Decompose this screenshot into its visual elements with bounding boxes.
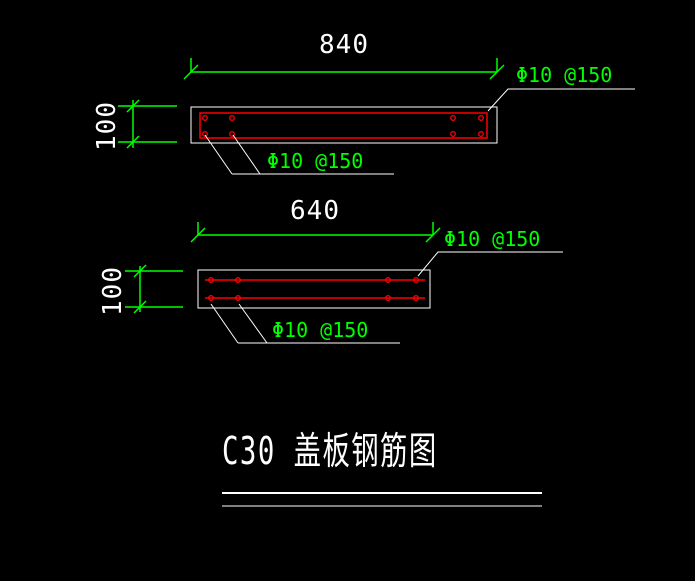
bottom-slab-rebar-lines: [205, 279, 425, 299]
leader-line: [417, 251, 563, 277]
rebar-dot: [229, 131, 235, 137]
tick-slash: [190, 227, 206, 243]
rebar-dot: [202, 131, 208, 137]
rebar-dot: [208, 277, 214, 283]
bottom-slab-upper-leader: [417, 251, 563, 277]
tick-slash: [425, 227, 441, 243]
top-slab-lower-leader: [204, 134, 394, 175]
top-slab-width-dimension: [183, 58, 505, 80]
rebar-dot: [478, 131, 484, 137]
rebar-dot: [413, 277, 419, 283]
tick-slash: [183, 64, 199, 80]
leader-line: [487, 88, 635, 112]
rebar-dot: [208, 295, 214, 301]
bottom-slab-rebar-dots: [208, 277, 419, 301]
top-slab-upper-leader: [487, 88, 635, 112]
tick-slash: [126, 135, 140, 149]
tick-slash: [126, 99, 140, 113]
leader-line: [204, 134, 233, 175]
bottom-slab-width-dim-text: 640: [290, 196, 340, 226]
tick-slash: [489, 64, 505, 80]
top-slab-outline: [190, 106, 498, 144]
leader-line: [232, 134, 261, 175]
bottom-slab-width-dimension: [190, 222, 441, 243]
top-slab-bottom-rebar-callout: Φ10 @150: [267, 149, 364, 173]
top-slab-height-dim-text: 100: [92, 101, 122, 151]
tick-slash: [133, 300, 147, 314]
bottom-slab-height-dimension: [125, 264, 183, 314]
leader-line: [238, 303, 268, 344]
rebar-dot: [229, 115, 235, 121]
top-slab-rebar-cage: [199, 112, 488, 139]
top-slab-height-dimension: [118, 99, 177, 149]
bottom-slab-outline: [197, 269, 431, 309]
top-slab-width-dim-text: 840: [319, 30, 369, 60]
bottom-slab-top-rebar-callout: Φ10 @150: [444, 227, 541, 251]
bottom-slab-bottom-rebar-callout: Φ10 @150: [272, 318, 369, 342]
drawing-title: C30 盖板钢筋图: [222, 429, 438, 473]
rebar-dot: [478, 115, 484, 121]
tick-slash: [133, 264, 147, 278]
rebar-dot: [413, 295, 419, 301]
rebar-dot: [202, 115, 208, 121]
rebar-dot: [385, 277, 391, 283]
rebar-dot: [450, 131, 456, 137]
leader-line: [210, 303, 239, 344]
bottom-slab-height-dim-text: 100: [98, 266, 128, 316]
rebar-dot: [450, 115, 456, 121]
rebar-dot: [385, 295, 391, 301]
bottom-slab-lower-leader: [210, 303, 400, 344]
rebar-dot: [235, 277, 241, 283]
title-underlines: [222, 492, 542, 507]
rebar-dot: [235, 295, 241, 301]
top-slab-rebar-dots: [202, 115, 484, 137]
top-slab-top-rebar-callout: Φ10 @150: [516, 63, 613, 87]
